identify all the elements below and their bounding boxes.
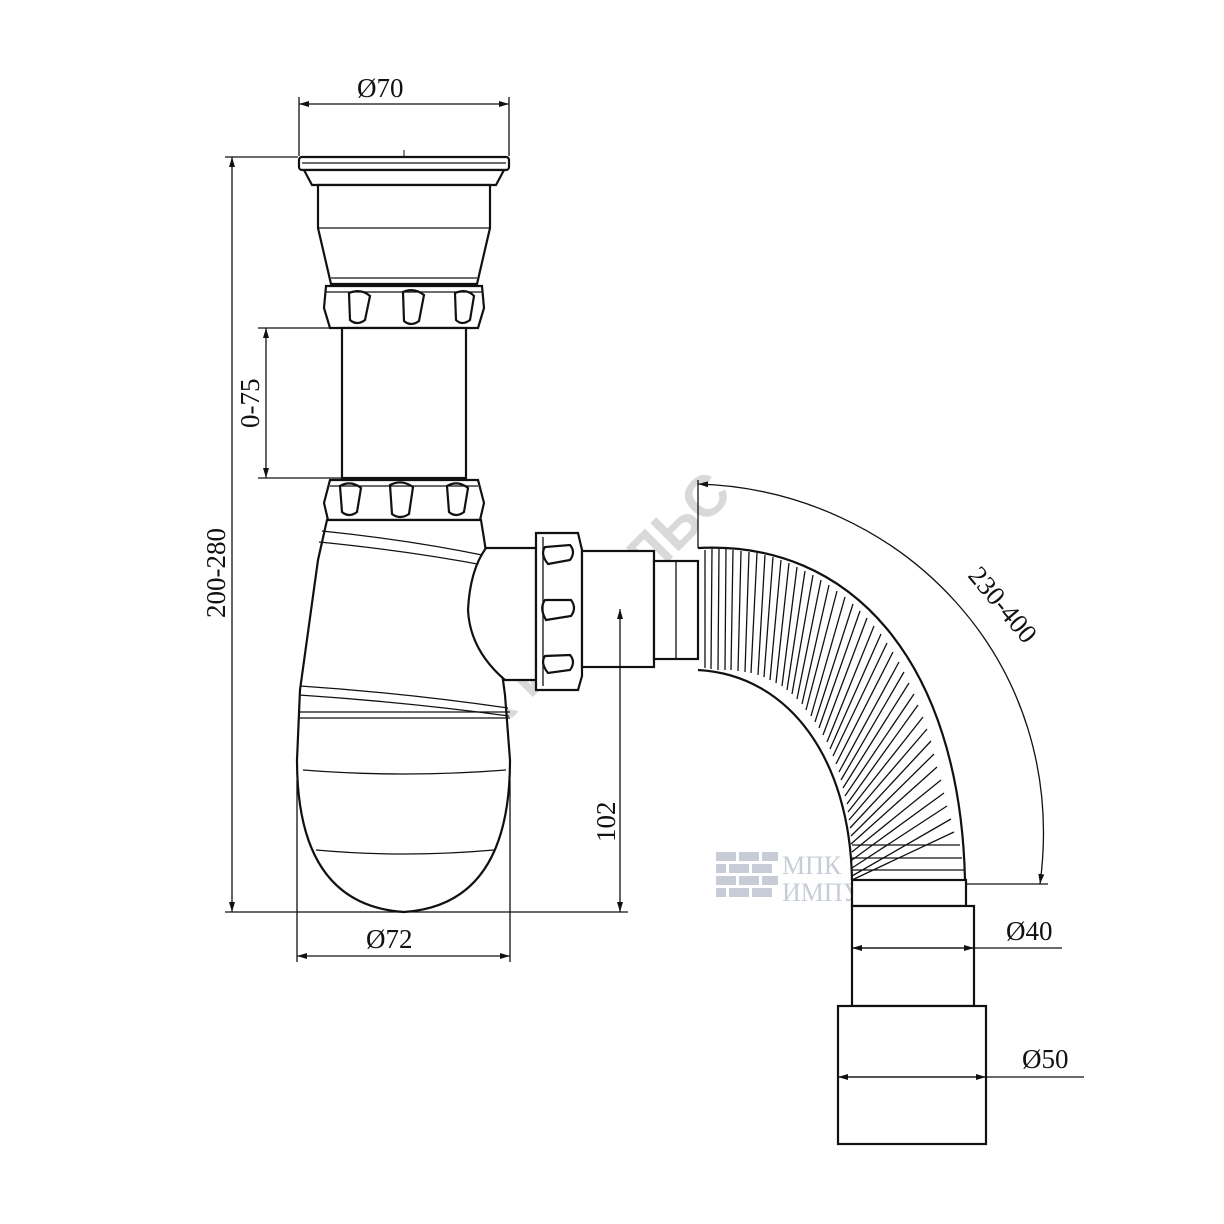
dimension-bottom-diameter-label: Ø72: [366, 924, 413, 954]
dimension-outlet-large: Ø50: [838, 1044, 1084, 1080]
dimension-adjust-range-label: 0-75: [235, 379, 265, 429]
outlet-pipe: [580, 549, 700, 669]
drain-neck: [316, 183, 492, 286]
dimension-total-height: 200-280: [201, 156, 404, 913]
dimension-outlet-small-label: Ø40: [1006, 916, 1053, 946]
outlet-adapter: [836, 904, 988, 1146]
dimension-bottom-diameter: Ø72: [296, 780, 511, 962]
dimension-outlet-height-label: 102: [591, 802, 621, 843]
dimension-total-height-label: 200-280: [201, 528, 231, 618]
drain-grate: [297, 155, 511, 187]
dimension-adjust-range: 0-75: [235, 327, 342, 479]
extension-tube: [340, 326, 468, 480]
dimension-top-diameter: Ø70: [298, 73, 510, 156]
bottle-body: [295, 518, 512, 914]
dimension-outlet-height: 102: [404, 609, 628, 913]
dimension-hose-length-label: 230-400: [962, 561, 1043, 649]
dimension-outlet-small: Ø40: [852, 916, 1062, 951]
dimension-outlet-large-label: Ø50: [1022, 1044, 1069, 1074]
upper-union-nut: [322, 284, 486, 330]
logo-text-line1: МПК: [782, 851, 842, 880]
side-union-nut: [534, 531, 584, 692]
side-outlet-elbow: [466, 546, 538, 682]
lower-union-nut: [322, 478, 486, 522]
brick-logo-icon: [716, 852, 778, 897]
dimension-top-diameter-label: Ø70: [357, 73, 404, 103]
